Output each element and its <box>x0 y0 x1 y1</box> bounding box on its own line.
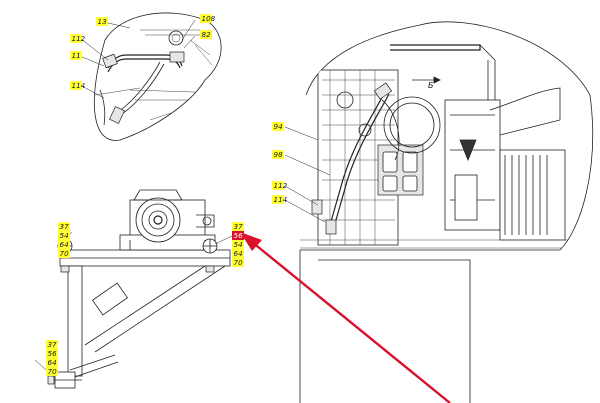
callout-tag-detail-right-2: 112 <box>274 181 288 190</box>
callout-tag-detail-top-left-5-box <box>70 81 82 90</box>
callout-tag-detail-right-0: 94 <box>274 122 284 131</box>
callout-tag-detail-right-0-box <box>272 122 284 131</box>
callout-tag-bottom-stack-0-box <box>46 340 58 349</box>
callout-tag-detail-right-2-box <box>272 181 284 190</box>
callout-tag-right-stack-2: 54 <box>234 240 244 249</box>
motor <box>119 189 216 251</box>
callout-tag-left-stack-0: 37 <box>60 222 70 231</box>
callout-tag-bottom-stack-3-box <box>46 367 58 376</box>
right-bolt <box>202 238 218 273</box>
callout-tag-left-stack-2-box <box>58 240 70 249</box>
callout-tag-detail-top-left-3-box <box>70 34 82 43</box>
callout-tag-right-stack-1-box <box>232 231 244 240</box>
callout-tag-left-stack-2: 64 <box>60 240 70 249</box>
callout-tag-bottom-stack-1-box <box>46 349 58 358</box>
callout-tag-bottom-stack-2: 64 <box>48 358 58 367</box>
callout-tag-right-stack-4: 70 <box>234 258 244 267</box>
callout-tag-right-stack-0-box <box>232 222 244 231</box>
callout-tag-detail-right-3-box <box>272 195 284 204</box>
engine-drawing <box>300 44 590 249</box>
detail-bubble-right <box>284 21 593 403</box>
callout-tag-left-stack-1-box <box>58 231 70 240</box>
callout-tag-detail-top-left-4: 11 <box>72 51 81 60</box>
callout-tag-bottom-stack-1: 56 <box>48 349 58 358</box>
callout-tag-detail-top-left-4-box <box>70 51 82 60</box>
callout-tag-detail-top-left-3: 112 <box>72 34 86 43</box>
callout-tag-left-stack-3-box <box>58 249 70 258</box>
callout-tag-right-stack-2-box <box>232 240 244 249</box>
view-label: Б <box>428 81 434 90</box>
callout-tag-bottom-stack-3: 70 <box>48 367 58 376</box>
pointer-arrow <box>240 232 451 403</box>
callout-tag-detail-top-left-1-box <box>200 14 212 23</box>
callout-tag-detail-top-left-5: 114 <box>72 81 86 90</box>
callout-tag-detail-top-left-0: 13 <box>98 17 108 26</box>
callout-tag-detail-right-3: 114 <box>274 195 288 204</box>
callout-tag-bottom-stack-2-box <box>46 358 58 367</box>
callout-tag-right-stack-1: 56 <box>234 231 244 240</box>
callout-tag-right-stack-4-box <box>232 258 244 267</box>
callout-tag-detail-top-left-1: 108 <box>202 14 216 23</box>
callout-tag-detail-top-left-2: 82 <box>202 30 212 39</box>
bracket-assembly <box>34 189 233 389</box>
callout-tag-detail-top-left-2-box <box>200 30 212 39</box>
callout-tag-right-stack-0: 37 <box>234 222 244 231</box>
hose-assembly-drawing <box>94 29 213 126</box>
callout-tag-left-stack-0-box <box>58 222 70 231</box>
callout-tag-detail-right-1: 98 <box>274 150 284 159</box>
callout-tag-detail-top-left-0-box <box>96 17 108 26</box>
callout-tag-left-stack-3: 70 <box>60 249 70 258</box>
detail-bubble-top-left <box>79 12 222 141</box>
callout-tag-left-stack-1: 54 <box>60 231 70 240</box>
callout-tag-right-stack-3-box <box>232 249 244 258</box>
bottom-bolt <box>47 371 82 389</box>
callout-tag-bottom-stack-0: 37 <box>48 340 58 349</box>
callout-tag-detail-right-1-box <box>272 150 284 159</box>
callout-tag-right-stack-3: 64 <box>234 249 244 258</box>
